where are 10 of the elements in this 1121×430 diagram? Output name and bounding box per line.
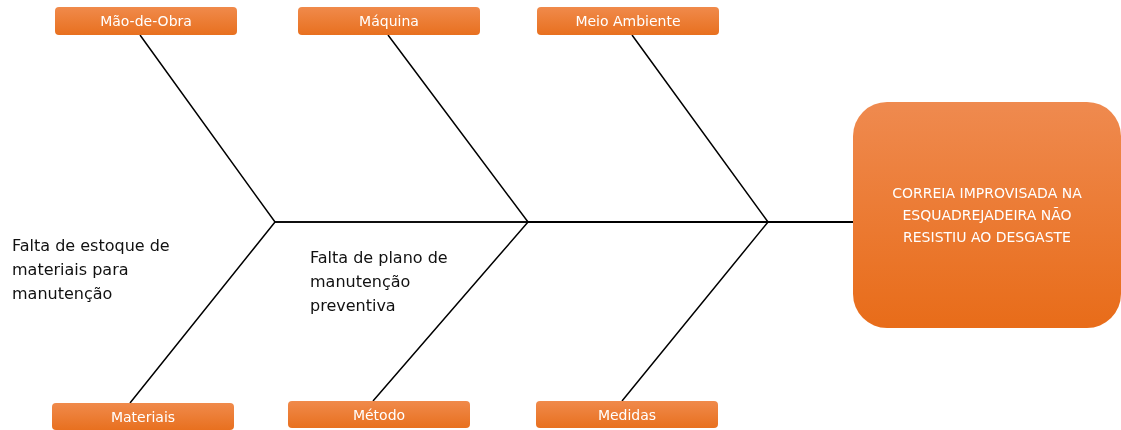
category-box: Materiais: [52, 403, 234, 430]
cause-text: Falta de plano de manutenção preventiva: [310, 247, 449, 317]
category-box: Mão-de-Obra: [55, 7, 237, 35]
category-box: Máquina: [298, 7, 480, 35]
effect-box: CORREIA IMPROVISADA NA ESQUADREJADEIRA NÃO RESISTIU AO DESGASTE: [853, 102, 1121, 328]
cause-text: Falta de estoque de materiais para manutenção: [12, 235, 171, 305]
category-box: Meio Ambiente: [537, 7, 719, 35]
category-box: Medidas: [536, 401, 718, 428]
fishbone-line: [621, 221, 854, 402]
category-box: Método: [288, 401, 470, 428]
